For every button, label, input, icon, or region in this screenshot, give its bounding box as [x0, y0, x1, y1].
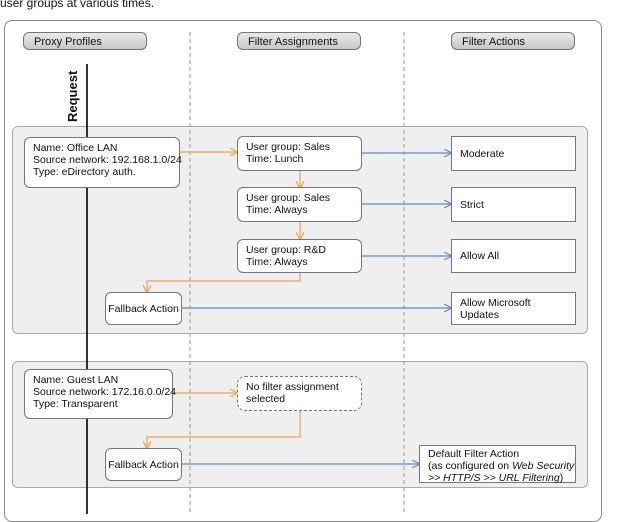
action-strict: Strict: [451, 187, 576, 222]
profile2-type: Type: Transparent: [33, 398, 118, 410]
assignment2-time: Time: Always: [246, 204, 308, 216]
assignment3-time: Time: Always: [246, 256, 308, 268]
action-allow-all-label: Allow All: [460, 250, 500, 262]
fallback-action-1: Fallback Action: [105, 292, 182, 325]
no-assignment-line1: No filter assignment: [246, 381, 339, 393]
fallback-action-2-label: Fallback Action: [108, 458, 179, 471]
action-allow-all: Allow All: [451, 239, 576, 273]
profile2-network: Source network: 172.16.0.0/24: [33, 386, 177, 398]
action-moderate: Moderate: [451, 136, 576, 171]
default-action-line2: (as configured on Web Security: [428, 460, 575, 472]
assignment-rnd-always: User group: R&D Time: Always: [237, 239, 362, 273]
arrow-assignment3-to-fallback: [147, 273, 301, 292]
profile1-name: Name: Office LAN: [33, 142, 118, 154]
profile2-name: Name: Guest LAN: [33, 374, 119, 386]
action-strict-label: Strict: [460, 198, 484, 211]
profile1-type: Type: eDirectory auth.: [33, 166, 136, 178]
profile-guest-lan: Name: Guest LAN Source network: 172.16.0…: [24, 369, 177, 419]
header-filter-actions: Filter Actions: [451, 32, 575, 50]
default-action-line3: >> HTTP/S >> URL Filtering): [428, 472, 564, 484]
fallback-action-1-label: Fallback Action: [108, 302, 179, 315]
fallback-action-2: Fallback Action: [105, 448, 182, 481]
header-filter-assignments: Filter Assignments: [237, 32, 361, 50]
action-allow-microsoft-updates: Allow Microsoft Updates: [451, 292, 576, 325]
no-assignment-line2: selected: [246, 393, 286, 405]
assignment2-group: User group: Sales: [246, 192, 331, 204]
arrow-no-assignment-to-fallback: [147, 411, 301, 448]
header-proxy-profiles: Proxy Profiles: [23, 32, 147, 50]
action-allow-microsoft-updates-label: Allow Microsoft Updates: [460, 296, 531, 321]
profile-office-lan: Name: Office LAN Source network: 192.168…: [24, 137, 182, 188]
request-label: Request: [65, 70, 80, 122]
assignment3-group: User group: R&D: [246, 244, 326, 256]
default-filter-action: Default Filter Action (as configured on …: [419, 445, 576, 484]
assignment-sales-always: User group: Sales Time: Always: [237, 187, 362, 222]
caption-text: user groups at various times.: [0, 0, 155, 10]
no-filter-assignment: No filter assignment selected: [237, 376, 362, 411]
assignment1-group: User group: Sales: [246, 141, 331, 153]
assignment1-time: Time: Lunch: [246, 153, 304, 165]
profile1-network: Source network: 192.168.1.0/24: [33, 154, 182, 166]
default-action-line1: Default Filter Action: [428, 448, 520, 460]
action-moderate-label: Moderate: [460, 147, 505, 160]
assignment-sales-lunch: User group: Sales Time: Lunch: [237, 136, 362, 171]
